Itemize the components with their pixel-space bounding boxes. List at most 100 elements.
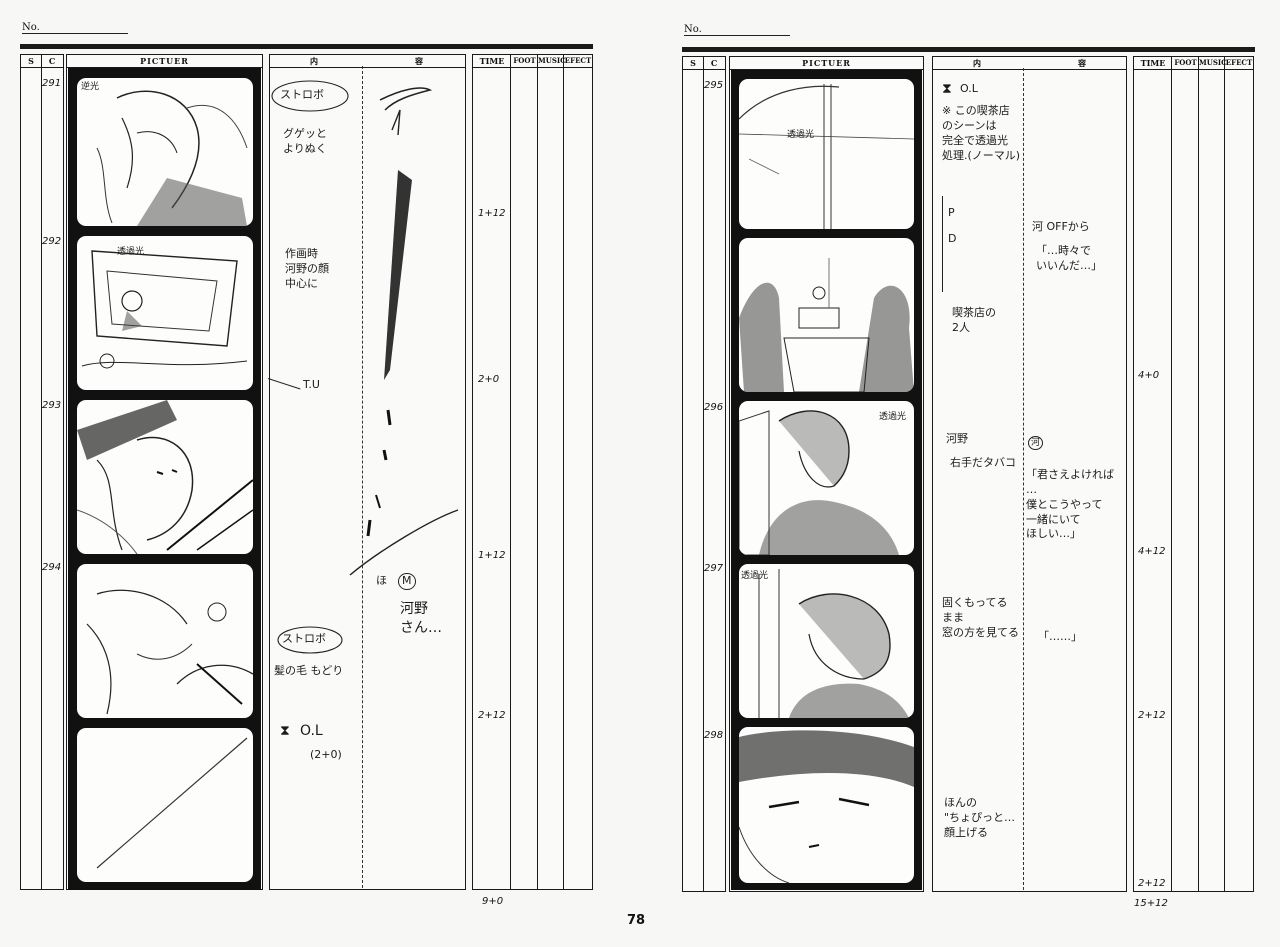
time-header: TIME — [479, 56, 505, 66]
time-value: 4+0 — [1138, 370, 1160, 381]
dialog-kono: 河野 さん… — [400, 601, 442, 636]
time-header: TIME — [1140, 58, 1166, 68]
foot-header: FOOT — [513, 56, 536, 65]
panel-292: 透過光 — [77, 236, 253, 390]
note-oc: O.L — [300, 723, 323, 739]
frame-label: 透過光 — [117, 247, 145, 257]
time-column: TIME FOOT MUSIC EFECT — [472, 54, 593, 890]
content-divider — [362, 66, 363, 888]
frame-label: 透過光 — [787, 130, 815, 140]
oc-mark: ⧗ — [942, 81, 952, 97]
strobo-streak — [349, 87, 459, 576]
time-value: 4+12 — [1138, 546, 1166, 557]
oc-mark: ⧗ — [280, 723, 290, 739]
panel-294 — [77, 564, 253, 718]
panel-298 — [739, 727, 914, 883]
cut-number: 296 — [704, 402, 724, 413]
effect-header: EFECT — [564, 56, 592, 65]
note-297: 固くもってる まま 窓の方を見てる — [942, 596, 1019, 639]
note-tu: T.U — [303, 378, 320, 391]
no-label: No. — [684, 24, 702, 35]
panel-295-blank — [77, 728, 253, 882]
time-value: 2+12 — [1138, 878, 1166, 889]
note-oc: O.L — [960, 82, 978, 95]
picture-header: PICTUER — [730, 57, 923, 70]
note-pd-p: P — [948, 206, 955, 219]
note-oc-time: (2+0) — [310, 748, 342, 761]
frame-label: 逆光 — [81, 82, 100, 92]
frame-label: 透過光 — [741, 571, 769, 581]
time-value: 1+12 — [478, 208, 506, 219]
content-header-1: 内 — [973, 58, 982, 68]
s-header: S — [690, 58, 697, 68]
dialog-m: M — [398, 573, 416, 590]
cut-number: 298 — [704, 730, 724, 741]
content-header-2: 容 — [1078, 58, 1087, 68]
frame-label: 透過光 — [879, 412, 907, 422]
top-rule — [682, 47, 1255, 52]
strobo-outline-2 — [277, 626, 343, 654]
note-off: 河 OFFから — [1032, 220, 1090, 233]
page-number: 78 — [627, 913, 646, 928]
film-strip: 逆光 透過光 — [68, 68, 261, 890]
sc-column: S C — [20, 54, 64, 890]
note-strobo-2: ストロボ — [282, 632, 326, 645]
no-line — [22, 33, 128, 34]
time-column: TIME FOOT MUSIC EFECT — [1133, 56, 1254, 892]
note-pd-d: D — [948, 232, 957, 245]
note-292: 作画時 河野の顔 中心に — [285, 247, 329, 290]
note-strobo: ストロボ — [280, 88, 324, 101]
panel-295: 透過光 — [739, 79, 914, 229]
note-kono: 河野 — [946, 432, 968, 445]
panel-293 — [77, 400, 253, 554]
content-column: 内 容 — [932, 56, 1127, 892]
content-divider — [1023, 68, 1024, 890]
time-value: 2+0 — [478, 374, 500, 385]
cut-number: 293 — [42, 400, 62, 411]
note-294: 髪の毛 もどり — [274, 664, 344, 677]
no-line — [684, 35, 790, 36]
cut-number: 291 — [42, 78, 62, 89]
music-header: MUSIC — [1199, 58, 1227, 67]
cut-number: 297 — [704, 563, 724, 574]
note-kono-action: 右手だタバコ — [950, 456, 1016, 469]
effect-header: EFECT — [1225, 58, 1253, 67]
top-rule — [20, 44, 593, 49]
no-label: No. — [22, 22, 40, 33]
note-298: ほんの "ちょぴっと… 顔上げる — [944, 796, 1016, 839]
content-column: 内 容 — [269, 54, 466, 890]
content-header-1: 内 — [310, 56, 319, 66]
dialog-off: 「…時々で いいんだ…」 — [1036, 244, 1102, 272]
c-header: C — [710, 58, 719, 68]
time-total: 15+12 — [1134, 898, 1168, 909]
picture-header: PICTUER — [67, 55, 262, 68]
time-value: 1+12 — [478, 550, 506, 561]
panel-297: 透過光 — [739, 564, 914, 718]
cut-number: 294 — [42, 562, 62, 573]
left-page: No. S C 291 292 293 294 PICTUER 逆光 — [20, 22, 593, 907]
note-295b: 喫茶店の 2人 — [952, 306, 996, 334]
music-header: MUSIC — [538, 56, 566, 65]
time-value: 2+12 — [1138, 710, 1166, 721]
dialog-marker: ほ — [376, 574, 387, 587]
dialog-297: 「……」 — [1038, 630, 1082, 643]
panel-291: 逆光 — [77, 78, 253, 226]
time-value: 2+12 — [478, 710, 506, 721]
panel-295b — [739, 238, 914, 392]
right-page: No. S C 295 296 297 298 PICTUER 透過光 — [660, 0, 1280, 947]
dialog-296: 「君さえよければ … 僕とこうやって 一緒にいて ほしい…」 — [1026, 468, 1114, 541]
strobo-outline — [271, 80, 349, 112]
note-291: グゲッと よりぬく — [283, 127, 327, 155]
s-header: S — [28, 56, 35, 66]
pd-arrow — [942, 196, 943, 292]
note-295: ※ この喫茶店 のシーンは 完全で透過光 処理.(ノーマル) — [942, 104, 1021, 162]
foot-header: FOOT — [1174, 58, 1197, 67]
sc-column: S C — [682, 56, 726, 892]
content-header-2: 容 — [415, 56, 424, 66]
time-total: 9+0 — [482, 896, 504, 907]
film-strip: 透過光 透過光 — [731, 70, 922, 890]
c-header: C — [48, 56, 57, 66]
cut-number: 292 — [42, 236, 62, 247]
dialog-marker: 河 — [1028, 436, 1044, 451]
panel-296: 透過光 — [739, 401, 914, 555]
